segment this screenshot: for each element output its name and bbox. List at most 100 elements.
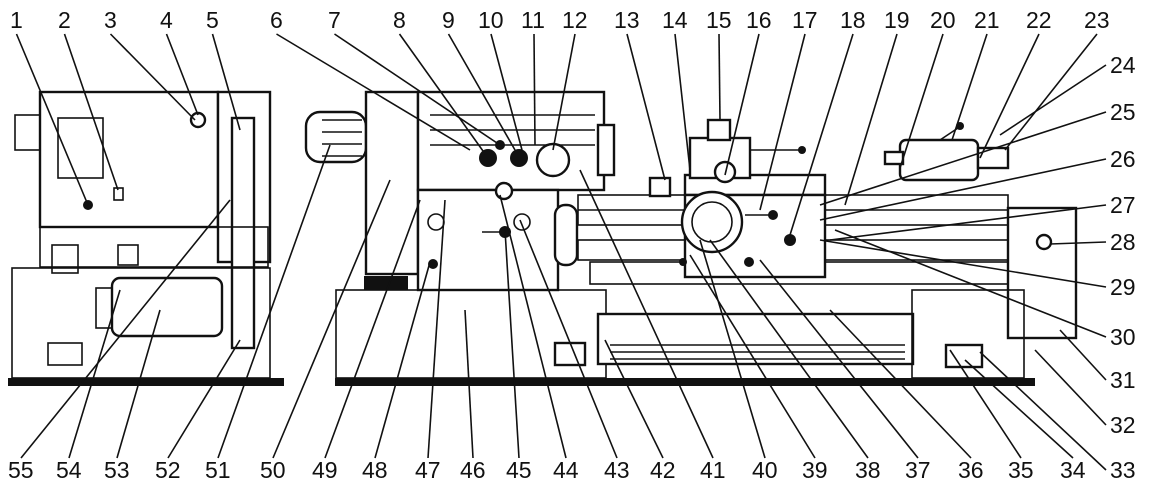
callout-6: 6 [270,7,283,33]
end-switch [113,187,124,201]
callout-4: 4 [160,7,173,33]
end-view [8,90,284,386]
callout-49: 49 [312,457,338,483]
leader-49 [324,199,421,459]
callout-39: 39 [802,457,828,483]
callout-17: 17 [792,7,818,33]
callout-10: 10 [478,7,504,33]
callout-23: 23 [1084,7,1110,33]
callout-13: 13 [614,7,640,33]
leader-24 [999,64,1107,136]
headstock-gear-cover [364,90,420,276]
leader-12 [552,33,576,151]
leader-29 [819,239,1107,288]
callout-42: 42 [650,457,676,483]
callout-15: 15 [706,7,732,33]
end-vent-2 [117,244,139,266]
leader-48 [374,261,431,459]
callout-11: 11 [521,7,545,33]
callout-30: 30 [1110,324,1136,350]
callout-24: 24 [1110,52,1136,78]
leader-36 [829,309,972,459]
feed-handwheel [553,203,579,267]
callout-45: 45 [506,457,532,483]
halfnut-knob [784,234,796,246]
callout-54: 54 [56,457,82,483]
callout-50: 50 [260,457,286,483]
callout-21: 21 [974,7,1000,33]
tailstock-body [898,138,980,182]
leader-7 [334,33,501,146]
callout-53: 53 [104,457,130,483]
leader-45 [504,229,520,459]
leader-6 [276,33,471,151]
leader-35 [949,349,1022,459]
front-base-bar [335,378,1035,386]
callout-51: 51 [205,457,231,483]
leader-31 [1059,329,1107,381]
leader-40 [699,239,766,459]
speed-lever-knob-2 [510,149,528,167]
callout-3: 3 [104,7,117,33]
tailstock-quill [883,150,905,166]
leader-26 [819,158,1107,221]
feed-knob [428,259,438,269]
leader-2 [63,33,119,191]
feed-dial [535,142,571,178]
pulley-belt-arm [230,116,256,350]
leader-37 [759,259,919,459]
apron-handwheel [680,190,744,254]
chip-tray [596,312,915,366]
leader-11 [533,33,536,146]
callout-16: 16 [746,7,772,33]
callout-33: 33 [1110,457,1136,483]
leader-28 [1049,241,1107,245]
callout-52: 52 [155,457,181,483]
leader-13 [626,33,666,181]
chuck [596,123,616,177]
callout-8: 8 [393,7,406,33]
callout-32: 32 [1110,412,1136,438]
feed-dial-small-2 [513,213,531,231]
leader-9 [447,33,516,151]
callout-48: 48 [362,457,388,483]
leader-15 [718,33,721,121]
front-view [304,90,1078,386]
feed-gearbox [416,188,560,292]
leader-14 [674,33,691,171]
leader-33 [979,351,1107,471]
leader-5 [211,33,241,131]
callout-25: 25 [1110,99,1136,125]
oil-cap [189,111,207,129]
main-motor [110,276,224,338]
leader-34 [964,359,1074,459]
leader-51 [217,144,331,459]
callout-22: 22 [1026,7,1052,33]
leader-21 [951,33,988,141]
leader-17 [759,33,806,211]
leader-4 [165,33,199,116]
leader-20 [899,33,944,169]
leader-55 [20,199,231,459]
leadscrew-clutch [494,181,514,201]
leader-52 [167,339,241,459]
callout-38: 38 [855,457,881,483]
leader-18 [789,33,854,236]
switch-knob [1035,233,1053,251]
end-spindle [14,114,41,151]
callout-7: 7 [328,7,341,33]
callout-44: 44 [553,457,579,483]
leader-22 [979,33,1040,159]
leader-3 [109,33,196,121]
leader-8 [398,33,489,159]
leader-30 [834,229,1107,338]
leader-43 [519,219,618,459]
leader-44 [499,194,567,459]
callout-35: 35 [1008,457,1034,483]
carriage-lock [648,176,672,198]
leader-32 [1034,349,1107,426]
leader-25 [819,111,1107,206]
callout-5: 5 [206,7,219,33]
leader-1 [15,33,89,206]
